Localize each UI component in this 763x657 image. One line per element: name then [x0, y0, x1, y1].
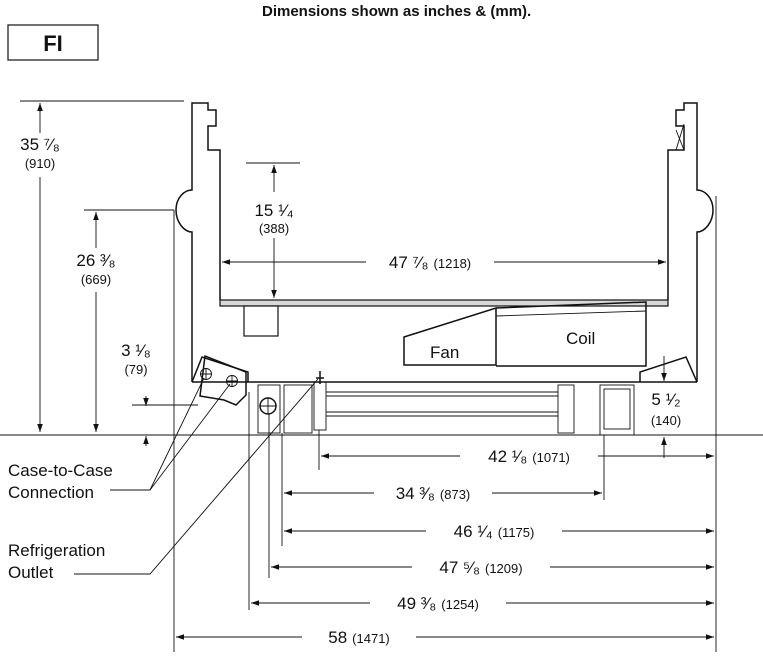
dim-width-a-mm: (1071): [532, 450, 570, 465]
left-upright: [175, 102, 221, 382]
callout-case-to-case-line1: Case-to-Case: [8, 461, 113, 480]
dim-overall-height-mm: (910): [25, 156, 55, 171]
callout-case-to-case-line2: Connection: [8, 483, 94, 502]
callout-refrigeration-line1: Refrigeration: [8, 541, 105, 560]
dim-conn-height-in: 3 ¹⁄₈: [121, 341, 151, 360]
dim-width-e-text: 49 ³⁄₈ (1254): [397, 594, 479, 613]
outlet-post: [313, 381, 327, 431]
right-leg-inner: [603, 388, 631, 430]
dim-width-b-bg: [374, 481, 492, 503]
dim-overall-width-mm: (1471): [352, 631, 390, 646]
dim-width-c-text: 46 ¹⁄₄ (1175): [454, 522, 535, 541]
bolt-2-cross: [226, 375, 238, 387]
dim-width-a-text: 42 ¹⁄₈ (1071): [488, 447, 570, 466]
dim-deck-height-mm: (388): [259, 221, 289, 236]
dim-width-b-text: 34 ³⁄₈ (873): [396, 484, 471, 503]
dim-width-b-mm: (873): [440, 487, 470, 502]
dim-width-d-in: 47 ⁵⁄₈: [439, 558, 480, 577]
dim-width-b-in: 34 ³⁄₈: [396, 484, 435, 503]
dim-width-e-mm: (1254): [441, 597, 479, 612]
dim-width-e-in: 49 ³⁄₈: [397, 594, 436, 613]
figure-tag-box: [7, 24, 99, 61]
dim-interior-width-in: 47 ⁷⁄₈: [389, 253, 429, 272]
coil-label: Coil: [566, 329, 595, 348]
leader-refrigeration: [74, 378, 319, 575]
dim-shelf-height-mm: (669): [81, 272, 111, 287]
dim-interior-width-mm: (1218): [434, 256, 472, 271]
right-upright-detail: [675, 123, 685, 151]
leader-connection-2: [149, 383, 231, 491]
leader-connection-1: [110, 377, 205, 491]
coil-top-edge: [495, 310, 647, 317]
callout-refrigeration-line2: Outlet: [8, 563, 54, 582]
dim-width-c-in: 46 ¹⁄₄: [454, 522, 493, 541]
drain-box: [243, 305, 279, 337]
dim-overall-width-text: 58 (1471): [328, 628, 390, 647]
dim-width-a-bg: [460, 444, 598, 466]
dim-width-a-in: 42 ¹⁄₈: [488, 447, 527, 466]
dim-width-d-bg: [412, 555, 550, 577]
fan-label: Fan: [430, 343, 459, 362]
dim-deck-bg: [246, 192, 304, 238]
fan-housing: [403, 306, 497, 366]
dim-outlet-height-in: 5 ¹⁄₂: [651, 390, 680, 409]
dim-width-d-mm: (1209): [485, 561, 523, 576]
dim-deck-height-in: 15 ¹⁄₄: [254, 201, 293, 220]
connection-block: [199, 354, 247, 406]
dim-overall-width-in: 58: [328, 628, 347, 647]
figure-tag: FI: [43, 31, 63, 56]
right-leg: [599, 384, 635, 436]
header-note: Dimensions shown as inches & (mm).: [262, 3, 531, 20]
dim-interior-bg: [366, 250, 494, 272]
dim-overall-bg: [14, 133, 74, 177]
outlet-cross: [316, 371, 324, 384]
dim-width-e-bg: [370, 591, 506, 613]
dim-shelf-height-in: 26 ³⁄₈: [76, 251, 115, 270]
right-frame: [557, 384, 575, 434]
outlet-fitting-cross: [260, 398, 276, 414]
right-base-slope: [639, 356, 698, 383]
dim-interior-width-text: 47 ⁷⁄₈ (1218): [389, 253, 471, 272]
dim-overall-width-bg: [302, 625, 416, 647]
deck-pan: [219, 299, 669, 307]
dim-width-d-text: 47 ⁵⁄₈ (1209): [439, 558, 522, 577]
left-frame: [283, 384, 313, 434]
dim-conn-height-mm: (79): [124, 362, 147, 377]
dim-overall-height-in: 35 ⁷⁄₈: [20, 135, 60, 154]
bolt-1-cross: [200, 368, 212, 380]
dim-shelf-bg: [66, 248, 126, 292]
dim-outlet-height-mm: (140): [651, 413, 681, 428]
dim-width-c-bg: [426, 519, 562, 541]
right-upright: [667, 102, 714, 382]
dim-width-c-mm: (1175): [498, 525, 535, 540]
coil-housing: [495, 301, 647, 367]
